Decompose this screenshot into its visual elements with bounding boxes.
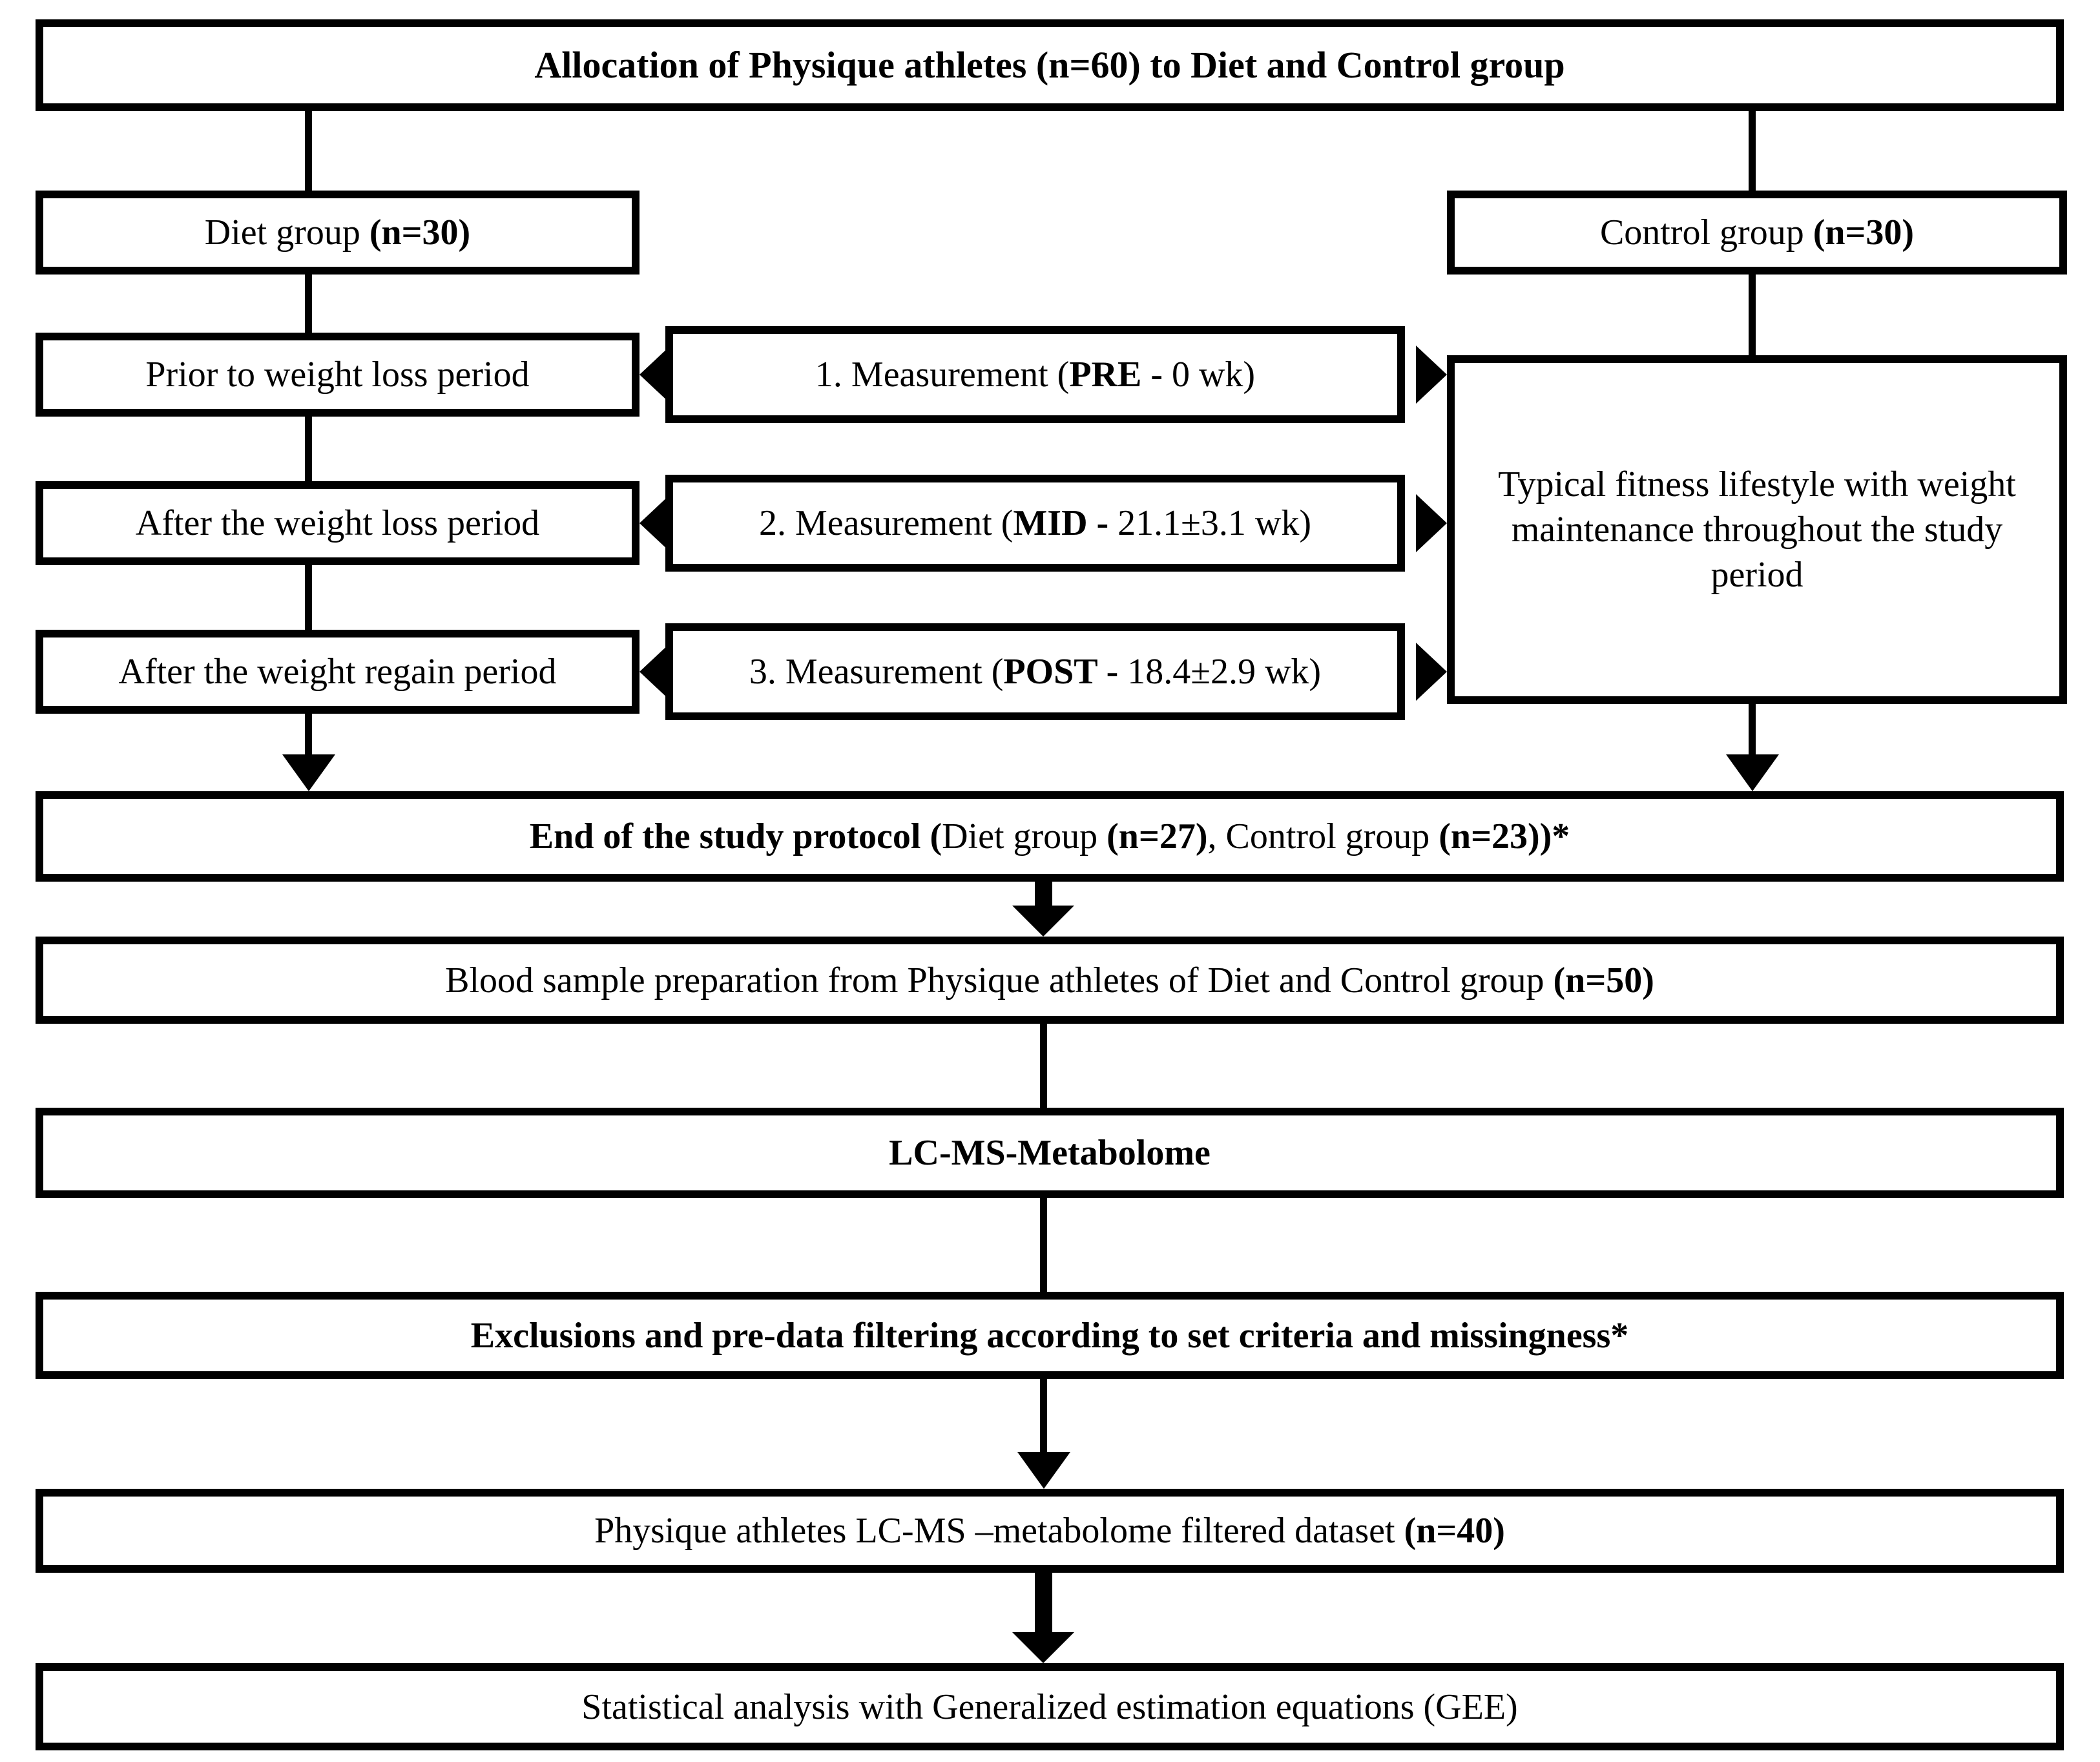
arrow-after-regain-to-end-shaft [305,714,312,759]
box-allocation-label: Allocation of Physique athletes (n=60) t… [534,43,1565,86]
box-exclusions-label: Exclusions and pre-data filtering accord… [470,1315,1629,1356]
box-after-weight-loss: After the weight loss period [36,481,639,565]
box-measurement-3: 3. Measurement (POST - 18.4±2.9 wk) [665,623,1405,720]
box-control-group-label: Control group (n=30) [1599,212,1915,253]
arrow-exclusions-to-filtered-shaft [1040,1379,1047,1456]
box-control-group: Control group (n=30) [1447,191,2067,275]
connector-allocation-to-diet [305,111,312,191]
box-measurement-1-label: 1. Measurement (PRE - 0 wk) [815,355,1256,395]
box-typical-lifestyle-label: Typical fitness lifestyle with weight ma… [1498,464,2016,595]
box-after-weight-regain-label: After the weight regain period [118,652,557,692]
connector-prior-to-after-loss [305,417,312,481]
arrow-typical-to-end-shaft [1749,704,1756,759]
box-filtered-dataset: Physique athletes LC-MS –metabolome filt… [36,1489,2064,1573]
box-typical-lifestyle: Typical fitness lifestyle with weight ma… [1447,355,2067,704]
arrowhead-down-icon [1017,1452,1070,1489]
box-filtered-dataset-label: Physique athletes LC-MS –metabolome filt… [594,1511,1505,1551]
arrowhead-left-icon [639,346,671,404]
box-prior-weight-loss: Prior to weight loss period [36,333,639,417]
arrow-filtered-to-statistical-shaft [1035,1573,1052,1637]
box-diet-group-label: Diet group (n=30) [204,212,471,253]
arrowhead-left-icon [639,494,671,552]
arrowhead-right-icon [1416,346,1447,404]
box-exclusions: Exclusions and pre-data filtering accord… [36,1292,2064,1379]
box-prior-weight-loss-label: Prior to weight loss period [145,355,530,395]
box-statistical-analysis-label: Statistical analysis with Generalized es… [581,1686,1518,1727]
arrowhead-down-icon [1012,906,1074,937]
box-end-protocol: End of the study protocol (Diet group (n… [36,791,2064,882]
connector-lcms-to-exclusions [1040,1198,1047,1292]
arrowhead-right-icon [1416,494,1447,552]
box-end-protocol-label: End of the study protocol (Diet group (n… [529,816,1570,856]
box-lcms-metabolome-label: LC-MS-Metabolome [889,1133,1211,1173]
box-after-weight-loss-label: After the weight loss period [135,503,540,543]
connector-blood-to-lcms [1040,1024,1047,1108]
box-after-weight-regain: After the weight regain period [36,630,639,714]
connector-after-loss-to-after-regain [305,565,312,630]
connector-allocation-to-control [1749,111,1756,191]
arrowhead-down-icon [1726,754,1779,791]
box-measurement-3-label: 3. Measurement (POST - 18.4±2.9 wk) [749,652,1322,692]
box-allocation: Allocation of Physique athletes (n=60) t… [36,19,2064,111]
box-measurement-1: 1. Measurement (PRE - 0 wk) [665,326,1405,423]
box-blood-sample: Blood sample preparation from Physique a… [36,937,2064,1024]
arrowhead-left-icon [639,643,671,701]
box-diet-group: Diet group (n=30) [36,191,639,275]
connector-diet-to-prior [305,275,312,333]
box-blood-sample-label: Blood sample preparation from Physique a… [445,960,1654,1000]
connector-control-to-typical [1749,275,1756,355]
box-statistical-analysis: Statistical analysis with Generalized es… [36,1663,2064,1750]
box-measurement-2: 2. Measurement (MID - 21.1±3.1 wk) [665,475,1405,572]
box-lcms-metabolome: LC-MS-Metabolome [36,1108,2064,1198]
arrowhead-down-icon [1012,1632,1074,1663]
box-measurement-2-label: 2. Measurement (MID - 21.1±3.1 wk) [759,503,1311,543]
arrowhead-down-icon [282,754,335,791]
arrowhead-right-icon [1416,643,1447,701]
